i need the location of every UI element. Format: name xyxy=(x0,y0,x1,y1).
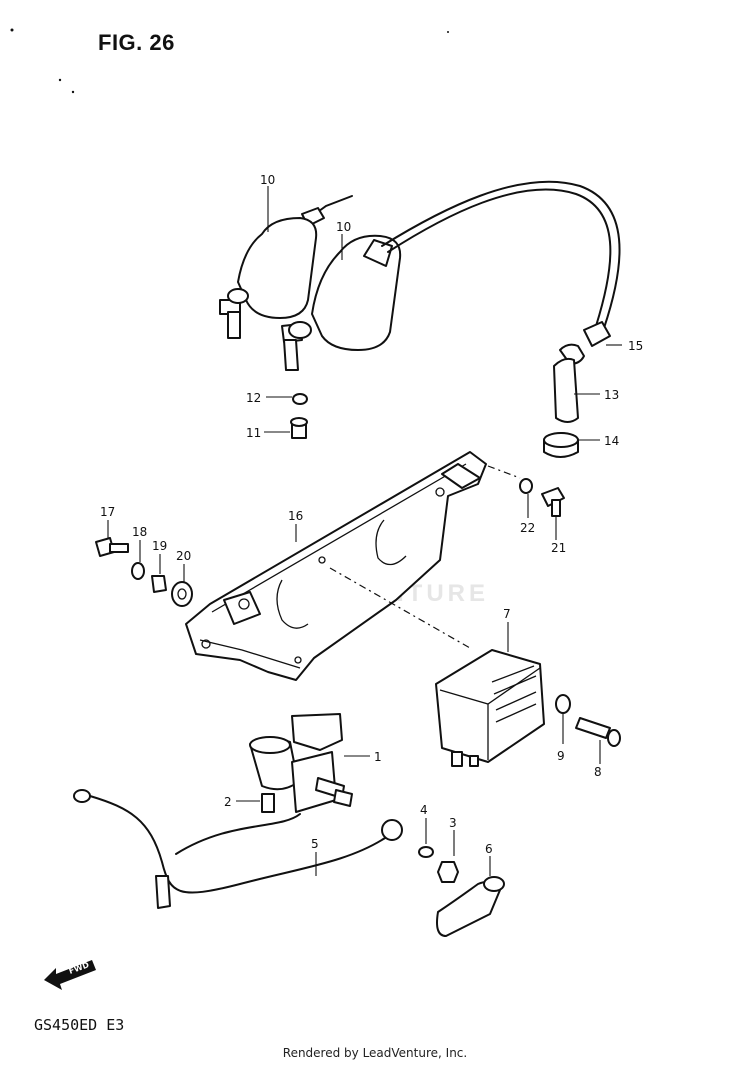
callout-label: 5 xyxy=(311,837,319,851)
starter-wire xyxy=(73,789,403,909)
voltage-regulator xyxy=(435,649,545,767)
callout-label: 13 xyxy=(604,388,619,402)
callout-label: 12 xyxy=(246,391,261,405)
bracket-bolt xyxy=(519,478,565,517)
callout-label: 22 xyxy=(520,521,535,535)
terminal-hardware xyxy=(418,846,505,937)
callout-label: 11 xyxy=(246,426,261,440)
mounting-bracket xyxy=(185,451,487,681)
callout-label: 21 xyxy=(551,541,566,555)
callout-label: 6 xyxy=(485,842,493,856)
callout-label: 19 xyxy=(152,539,167,553)
relay-screw xyxy=(261,793,275,813)
figure-title: FIG. 26 xyxy=(98,30,175,55)
plug-cap-assembly xyxy=(543,321,611,458)
model-code: GS450ED E3 xyxy=(34,1016,125,1034)
callout-label: 14 xyxy=(604,434,619,448)
fwd-arrow-icon: FWD xyxy=(44,960,96,990)
ignition-coil-rear xyxy=(219,195,353,339)
callout-label: 3 xyxy=(449,816,457,830)
callout-label: 16 xyxy=(288,509,303,523)
callout-label: 8 xyxy=(594,765,602,779)
callout-label: 17 xyxy=(100,505,115,519)
coil-screw xyxy=(290,393,308,439)
callout-label: 10 xyxy=(336,220,351,234)
ignition-coil-front xyxy=(281,180,621,371)
callout-label: 9 xyxy=(557,749,565,763)
callout-label: 10 xyxy=(260,173,275,187)
callout-labels: 10 10 15 13 14 12 11 22 21 16 17 18 19 2… xyxy=(100,173,643,876)
starter-relay xyxy=(249,713,353,813)
callout-label: 20 xyxy=(176,549,191,563)
callout-label: 2 xyxy=(224,795,232,809)
callout-label: 18 xyxy=(132,525,147,539)
callout-label: 1 xyxy=(374,750,382,764)
callout-label: 15 xyxy=(628,339,643,353)
mounting-hardware xyxy=(95,537,193,607)
regulator-screw xyxy=(555,694,621,747)
footer-credit: Rendered by LeadVenture, Inc. xyxy=(282,1046,468,1060)
callout-label: 4 xyxy=(420,803,428,817)
callout-label: 7 xyxy=(503,607,511,621)
